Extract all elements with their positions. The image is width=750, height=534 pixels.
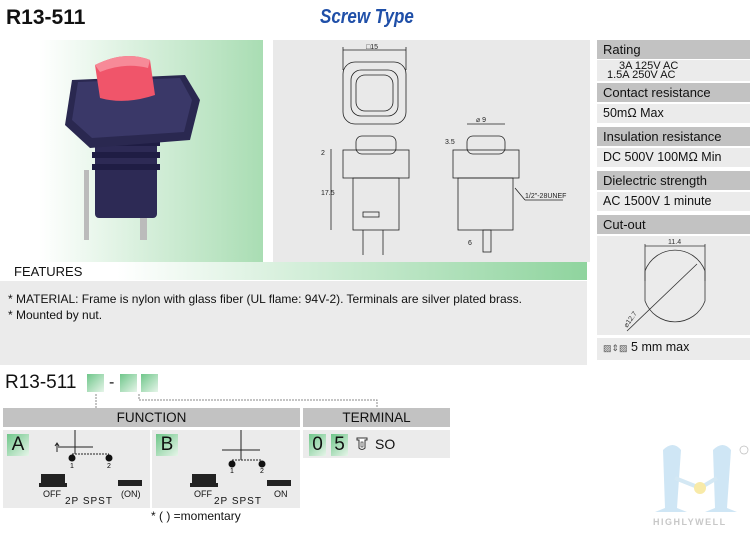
- cutout-drawing: 11.4 ⌀12.7: [597, 236, 750, 335]
- code-terminal-box-2: [141, 374, 158, 392]
- spec-rating-label: Rating: [597, 40, 750, 59]
- terminal-option: 0 5 SO: [303, 430, 450, 458]
- dim-square: □15: [366, 44, 378, 51]
- option-letter: A: [7, 434, 29, 456]
- pin-2: 2: [107, 463, 111, 470]
- cutout-diameter: ⌀12.7: [623, 310, 639, 329]
- features-body: * MATERIAL: Frame is nylon with glass fi…: [0, 281, 587, 365]
- dim-2: 2: [321, 150, 325, 157]
- highlywell-logo: HIGHLYWELL: [645, 438, 750, 530]
- switch-type: 2P SPST: [65, 496, 113, 507]
- off-label: OFF: [194, 489, 212, 499]
- rating-1: 3A 125V AC: [619, 60, 679, 72]
- pin-2: 2: [260, 468, 264, 475]
- option-letter: B: [156, 434, 178, 456]
- function-option-b: B 1 2 OFF ON 2P SPST: [152, 430, 300, 508]
- product-photo: [0, 40, 263, 262]
- code-terminal-box-1: [120, 374, 137, 392]
- terminal-digit-1: 0: [309, 434, 326, 456]
- code-function-box: [87, 374, 104, 392]
- switch-type: 2P SPST: [214, 496, 262, 507]
- subtitle: Screw Type: [320, 6, 414, 28]
- spec-dielectric-label: Dielectric strength: [597, 171, 750, 190]
- pin-1: 1: [70, 463, 74, 470]
- terminal-label: SO: [375, 436, 396, 452]
- dim-thread: 1/2"-28UNEF: [525, 193, 566, 200]
- dim-3-5: 3.5: [445, 139, 455, 146]
- spec-insulation-label: Insulation resistance: [597, 127, 750, 146]
- spec-contact-label: Contact resistance: [597, 83, 750, 102]
- logo-text: HIGHLYWELL: [653, 517, 727, 527]
- spec-cutout-label: Cut-out: [597, 215, 750, 234]
- function-option-a: A 1 2 OFF (ON) 2P SPST: [3, 430, 150, 508]
- dim-diameter: ⌀ 9: [476, 117, 486, 124]
- product-title: R13-511: [6, 6, 86, 29]
- ordering-code: R13-511: [5, 372, 77, 393]
- off-label: OFF: [43, 489, 61, 499]
- panel-thickness-value: 5 mm max: [631, 340, 690, 354]
- code-dash: -: [109, 374, 115, 391]
- terminal-header: TERMINAL: [303, 408, 450, 427]
- feature-line: * Mounted by nut.: [8, 308, 103, 322]
- spec-rating-value: 3A 125V AC 1.5A 250V AC: [597, 60, 750, 81]
- panel-thickness-icon: ▨⇕▨: [603, 343, 628, 353]
- dimension-drawing: □15 2 17.5 ⌀ 9 3.5 1/2"-28UNEF 6: [273, 40, 590, 262]
- pin-1: 1: [230, 468, 234, 475]
- function-header: FUNCTION: [3, 408, 300, 427]
- spec-dielectric-value: AC 1500V 1 minute: [597, 192, 750, 211]
- features-header: FEATURES: [0, 262, 587, 280]
- momentary-note: * ( ) =momentary: [151, 509, 241, 523]
- panel-thickness: ▨⇕▨ 5 mm max: [597, 338, 750, 360]
- rating-2: 1.5A 250V AC: [607, 69, 676, 81]
- feature-line: * MATERIAL: Frame is nylon with glass fi…: [8, 292, 522, 306]
- cutout-width: 11.4: [668, 239, 681, 246]
- dim-17-5: 17.5: [321, 190, 335, 197]
- solder-terminal-icon: [356, 437, 368, 450]
- on-label: ON: [274, 489, 288, 499]
- on-label: (ON): [121, 489, 141, 499]
- spec-contact-value: 50mΩ Max: [597, 104, 750, 123]
- terminal-digit-2: 5: [331, 434, 348, 456]
- code-connector-lines: [95, 394, 378, 408]
- spec-insulation-value: DC 500V 100MΩ Min: [597, 148, 750, 167]
- dim-6: 6: [468, 240, 472, 247]
